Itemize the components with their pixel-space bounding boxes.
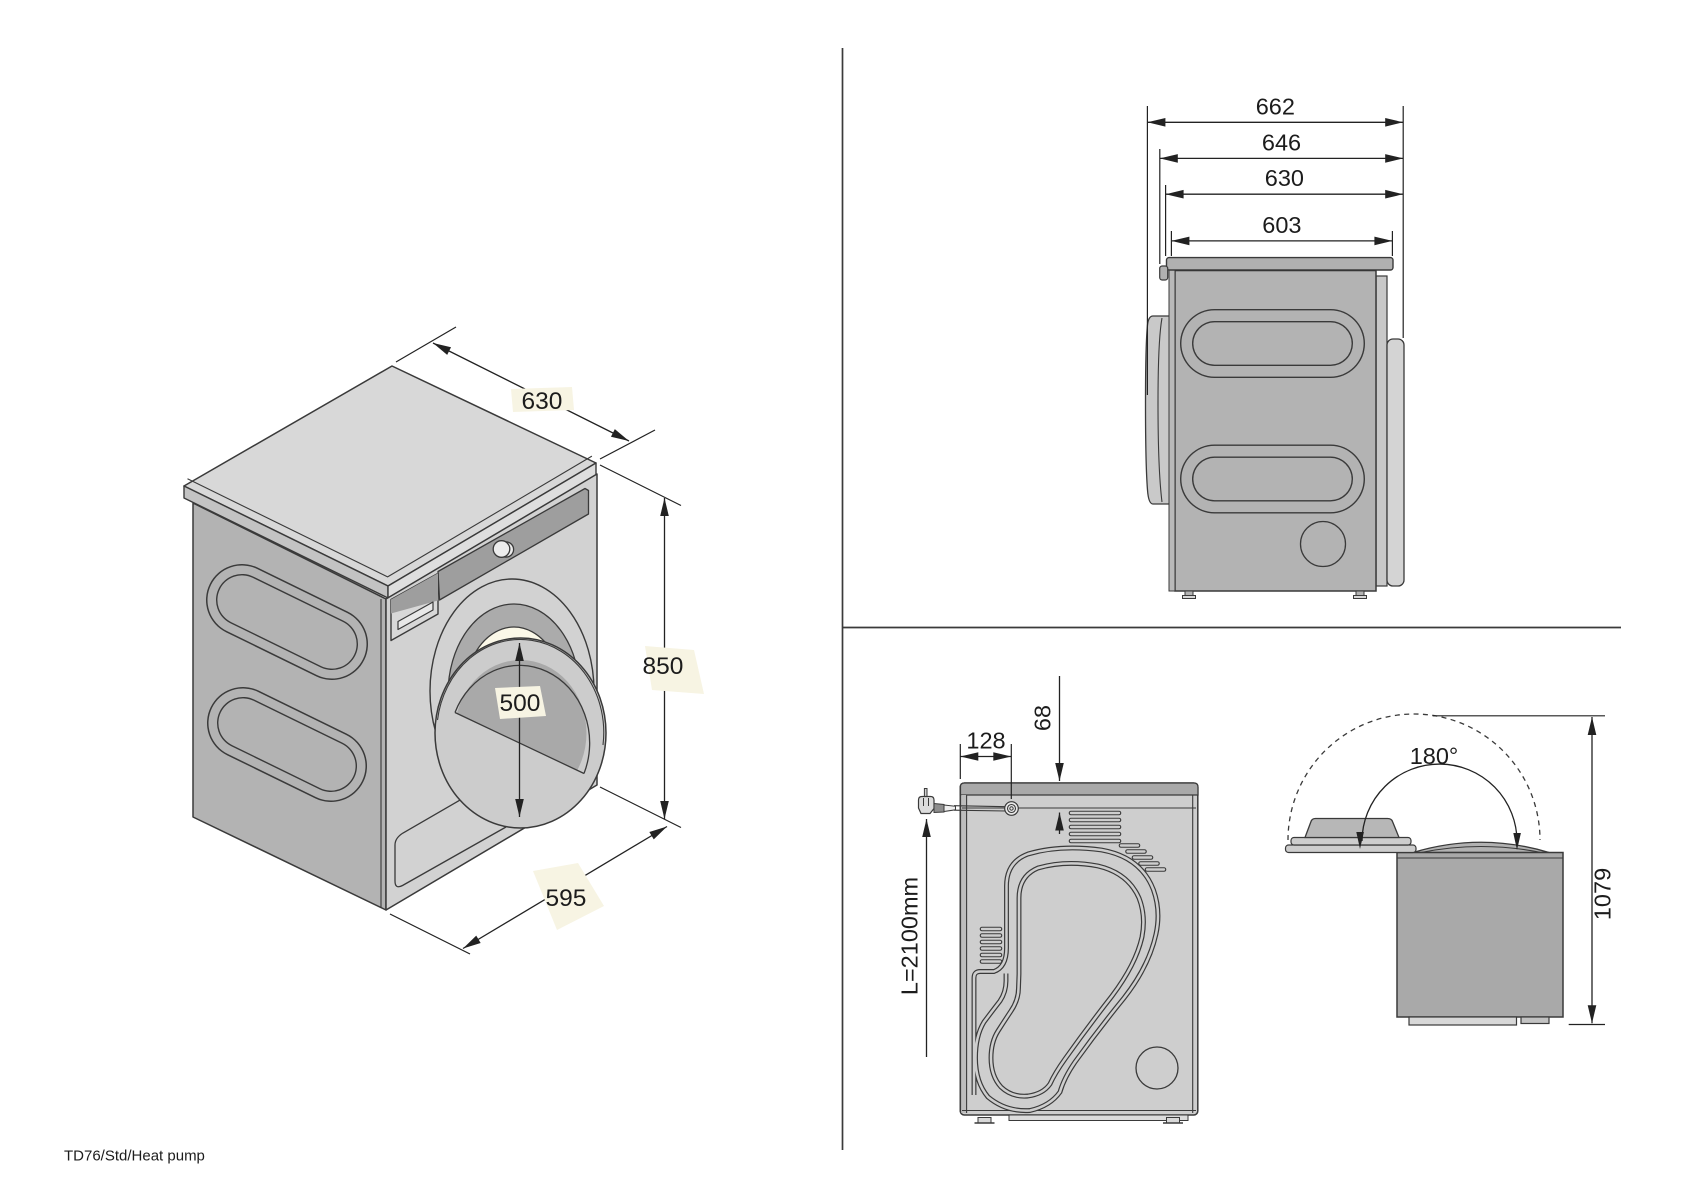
- svg-text:1079: 1079: [1590, 868, 1616, 920]
- svg-text:646: 646: [1262, 129, 1301, 155]
- svg-text:68: 68: [1030, 705, 1056, 731]
- svg-text:500: 500: [500, 690, 541, 717]
- svg-text:L=2100mm: L=2100mm: [897, 877, 923, 995]
- svg-text:603: 603: [1262, 212, 1301, 238]
- svg-text:TD76/Std/Heat pump: TD76/Std/Heat pump: [64, 1148, 205, 1165]
- svg-text:662: 662: [1256, 93, 1295, 119]
- svg-text:630: 630: [1265, 165, 1304, 191]
- svg-text:595: 595: [546, 885, 587, 912]
- svg-text:180°: 180°: [1410, 743, 1459, 769]
- svg-text:850: 850: [643, 653, 684, 680]
- svg-text:128: 128: [966, 728, 1005, 754]
- svg-text:630: 630: [522, 388, 563, 415]
